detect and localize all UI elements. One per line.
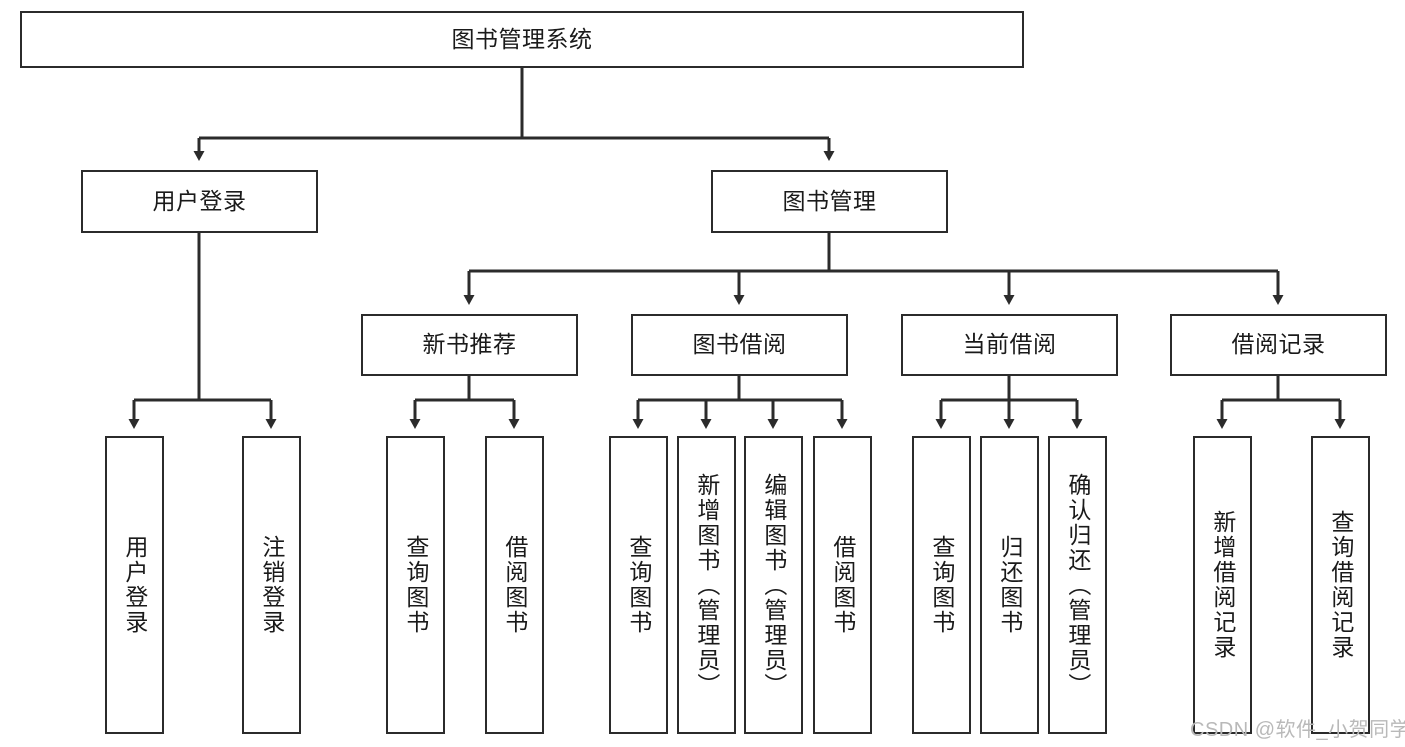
leaf-query-book-3[interactable]: 查询图书 [912,436,971,734]
watermark: CSDN @软件_小贺同学 [1190,719,1405,741]
node-root[interactable]: 图书管理系统 [20,11,1024,68]
node-book-manage-label: 图书管理 [782,187,877,214]
leaf-borrow-book-1-label: 借阅图书 [501,535,528,635]
node-new-book-recommend-label: 新书推荐 [422,331,517,358]
node-borrow-record-label: 借阅记录 [1231,331,1326,358]
leaf-query-book-2[interactable]: 查询图书 [609,436,668,734]
leaf-query-record-label: 查询借阅记录 [1327,510,1354,660]
node-user-login[interactable]: 用户登录 [81,170,318,233]
node-book-borrow[interactable]: 图书借阅 [631,314,848,376]
node-current-borrow-label: 当前借阅 [962,331,1057,358]
leaf-add-book-label: 新增图书（管理员） [693,472,720,698]
leaf-return-book-label: 归还图书 [996,535,1023,635]
node-borrow-record[interactable]: 借阅记录 [1170,314,1387,376]
leaf-add-book[interactable]: 新增图书（管理员） [677,436,736,734]
leaf-edit-book[interactable]: 编辑图书（管理员） [744,436,803,734]
leaf-add-record[interactable]: 新增借阅记录 [1193,436,1252,734]
leaf-borrow-book-2[interactable]: 借阅图书 [813,436,872,734]
leaf-query-record[interactable]: 查询借阅记录 [1311,436,1370,734]
leaf-query-book-2-label: 查询图书 [625,535,652,635]
leaf-logout-login-label: 注销登录 [258,535,285,635]
node-user-login-label: 用户登录 [152,187,247,214]
leaf-confirm-return[interactable]: 确认归还（管理员） [1048,436,1107,734]
leaf-query-book-3-label: 查询图书 [928,535,955,635]
leaf-user-login[interactable]: 用户登录 [105,436,164,734]
leaf-query-book-1-label: 查询图书 [402,535,429,635]
node-new-book-recommend[interactable]: 新书推荐 [361,314,578,376]
leaf-logout-login[interactable]: 注销登录 [242,436,301,734]
leaf-add-record-label: 新增借阅记录 [1209,510,1236,660]
node-book-manage[interactable]: 图书管理 [711,170,948,233]
leaf-user-login-label: 用户登录 [121,535,148,635]
leaf-query-book-1[interactable]: 查询图书 [386,436,445,734]
leaf-confirm-return-label: 确认归还（管理员） [1064,472,1091,698]
node-book-borrow-label: 图书借阅 [692,331,787,358]
node-current-borrow[interactable]: 当前借阅 [901,314,1118,376]
leaf-return-book[interactable]: 归还图书 [980,436,1039,734]
leaf-borrow-book-1[interactable]: 借阅图书 [485,436,544,734]
leaf-edit-book-label: 编辑图书（管理员） [760,472,787,698]
leaf-borrow-book-2-label: 借阅图书 [829,535,856,635]
node-root-label: 图书管理系统 [451,25,593,52]
